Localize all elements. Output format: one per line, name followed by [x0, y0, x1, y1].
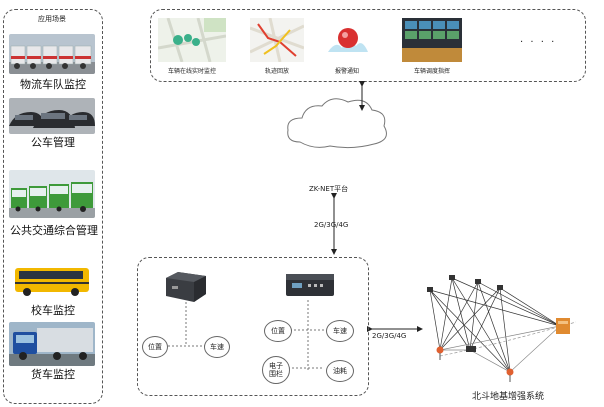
terminal-device-1 [164, 270, 208, 304]
satellite-icons [427, 275, 503, 292]
bds-system-label: 北斗地基增强系统 [472, 392, 545, 402]
platform-label: ZK-NET平台 [309, 185, 349, 193]
scenarios-title: 应用场景 [38, 15, 66, 23]
control-center-icon [556, 318, 570, 334]
scenario-label-public-transit: 公共交通综合管理 [10, 224, 98, 237]
app-label-realtime-monitoring: 车辆在线实时监控 [167, 68, 216, 75]
app-label-track-playback: 轨迹回放 [264, 68, 289, 75]
bds-network-lines [429, 277, 562, 373]
scenario-label-official-cars: 公车管理 [31, 136, 75, 149]
device2-function-position: 位置 [264, 320, 292, 342]
terminal-device-2 [284, 270, 336, 300]
scenario-label-school-bus: 校车监控 [31, 304, 75, 317]
device1-function-position: 位置 [142, 336, 168, 358]
school-bus-image [9, 262, 95, 298]
track-playback-thumbnail [250, 18, 304, 62]
dispatch-command-thumbnail [402, 18, 462, 62]
device1-function-speed: 车速 [204, 336, 230, 358]
top-applications-panel [150, 9, 586, 82]
public-transit-image [9, 170, 95, 218]
network-label-vertical: 2G/3G/4G [314, 221, 349, 229]
app-label-dispatch-command: 车辆调度指挥 [413, 68, 450, 75]
scenario-label-cargo-truck: 货车监控 [31, 368, 75, 381]
vehicle-terminal-panel [137, 257, 369, 396]
official-cars-image [9, 98, 95, 134]
cargo-truck-image [9, 322, 95, 366]
reference-station-icons [436, 346, 514, 382]
app-label-alarm-notification: 报警通知 [334, 68, 359, 75]
network-label-horizontal: 2G/3G/4G [372, 332, 407, 340]
cloud-shape [287, 98, 387, 149]
device2-function-speed: 车速 [326, 320, 354, 342]
device2-function-fuel: 油耗 [326, 360, 354, 382]
device2-function-geofence: 电子围栏 [262, 356, 290, 384]
alarm-notification-thumbnail [322, 18, 372, 62]
more-apps-ellipsis: . . . . [520, 34, 557, 45]
logistics-fleet-image [9, 34, 95, 74]
scenario-label-logistics: 物流车队监控 [20, 78, 86, 91]
application-scenarios-panel [3, 9, 103, 404]
realtime-monitoring-thumbnail [158, 18, 226, 62]
